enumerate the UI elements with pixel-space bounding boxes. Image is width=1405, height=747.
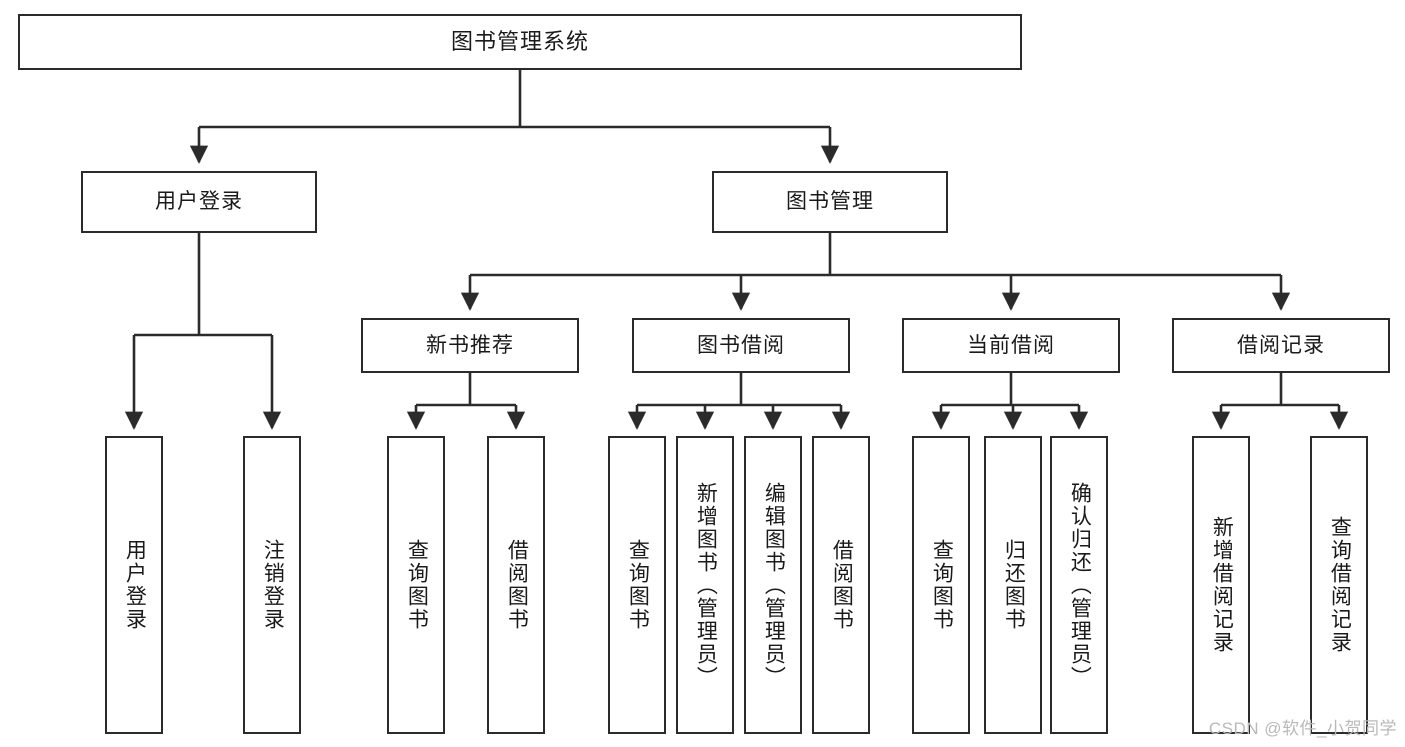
node-new-book-recommend[interactable]: 新书推荐: [361, 318, 579, 373]
node-current-borrow[interactable]: 当前借阅: [902, 318, 1120, 373]
node-current-borrow-label: 当前借阅: [967, 333, 1055, 357]
node-book-manage[interactable]: 图书管理: [712, 171, 948, 233]
csdn-watermark: CSDN @软件_小贺同学: [1208, 719, 1397, 738]
node-leaf-query-book-current[interactable]: 查询图书: [912, 436, 970, 734]
node-leaf-query-borrow-record-label: 查询借阅记录: [1328, 516, 1352, 654]
node-leaf-return-book[interactable]: 归还图书: [984, 436, 1042, 734]
node-user-login-label: 用户登录: [155, 190, 243, 214]
node-user-login[interactable]: 用户登录: [81, 171, 317, 233]
node-leaf-logout-login-label: 注销登录: [261, 539, 285, 631]
node-leaf-query-book-current-label: 查询图书: [930, 539, 954, 631]
node-book-borrow-label: 图书借阅: [697, 333, 785, 357]
node-leaf-edit-book-admin-label: 编辑图书（管理员）: [762, 481, 786, 689]
node-borrow-record[interactable]: 借阅记录: [1172, 318, 1390, 373]
node-leaf-user-login[interactable]: 用户登录: [105, 436, 163, 734]
node-leaf-query-book-recommend-label: 查询图书: [405, 539, 429, 631]
node-leaf-borrow-book[interactable]: 借阅图书: [812, 436, 870, 734]
node-leaf-add-book-admin-label: 新增图书（管理员）: [694, 481, 718, 689]
node-leaf-add-book-admin[interactable]: 新增图书（管理员）: [676, 436, 734, 734]
node-leaf-return-book-label: 归还图书: [1002, 539, 1026, 631]
node-book-borrow[interactable]: 图书借阅: [632, 318, 850, 373]
node-leaf-add-borrow-record-label: 新增借阅记录: [1210, 516, 1234, 654]
node-leaf-query-borrow-record[interactable]: 查询借阅记录: [1310, 436, 1368, 734]
node-leaf-user-login-label: 用户登录: [123, 539, 147, 631]
node-root[interactable]: 图书管理系统: [18, 14, 1022, 70]
node-book-manage-label: 图书管理: [786, 190, 874, 214]
node-leaf-query-book-recommend[interactable]: 查询图书: [387, 436, 445, 734]
node-leaf-confirm-return-admin-label: 确认归还（管理员）: [1068, 481, 1092, 689]
node-new-book-recommend-label: 新书推荐: [426, 333, 514, 357]
node-leaf-logout-login[interactable]: 注销登录: [243, 436, 301, 734]
node-leaf-borrow-book-recommend-label: 借阅图书: [505, 539, 529, 631]
node-leaf-borrow-book-label: 借阅图书: [830, 539, 854, 631]
node-leaf-confirm-return-admin[interactable]: 确认归还（管理员）: [1050, 436, 1108, 734]
node-leaf-borrow-book-recommend[interactable]: 借阅图书: [487, 436, 545, 734]
node-leaf-query-book-borrow[interactable]: 查询图书: [608, 436, 666, 734]
node-borrow-record-label: 借阅记录: [1237, 333, 1325, 357]
node-leaf-query-book-borrow-label: 查询图书: [626, 539, 650, 631]
node-leaf-add-borrow-record[interactable]: 新增借阅记录: [1192, 436, 1250, 734]
node-leaf-edit-book-admin[interactable]: 编辑图书（管理员）: [744, 436, 802, 734]
node-root-label: 图书管理系统: [450, 28, 589, 54]
